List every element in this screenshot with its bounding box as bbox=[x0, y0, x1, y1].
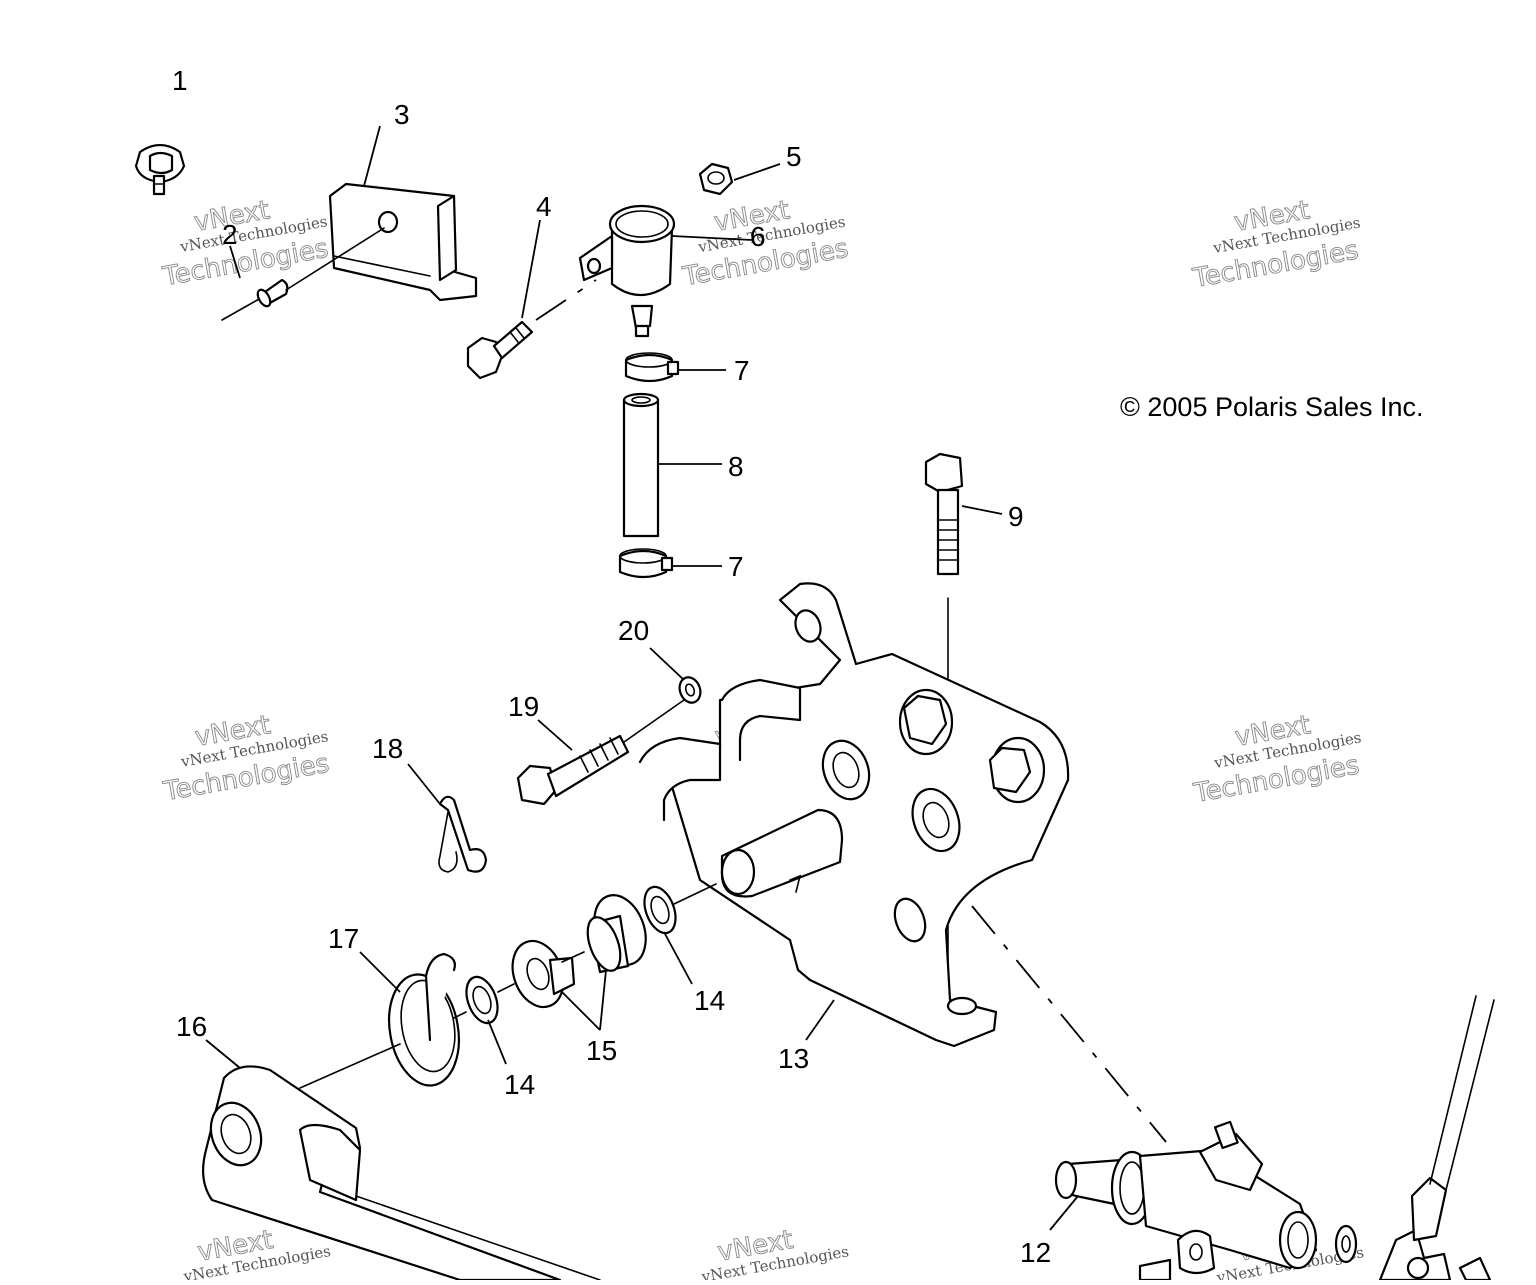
watermark-bottom-center: vNext vNext Technologies bbox=[699, 1225, 850, 1285]
leader-13 bbox=[805, 999, 835, 1041]
callout-5: 5 bbox=[786, 141, 802, 172]
callout-20: 20 bbox=[618, 615, 649, 646]
watermark-mid-left: vNext vNext Technologies Technologies bbox=[160, 710, 332, 808]
part-rivet bbox=[221, 278, 289, 321]
part-bracket bbox=[285, 182, 478, 302]
leader-16 bbox=[205, 1039, 241, 1069]
leader-19 bbox=[537, 719, 573, 751]
callout-7b: 7 bbox=[728, 551, 744, 582]
part-bushing-left bbox=[511, 939, 576, 1009]
axis-line bbox=[561, 951, 585, 963]
part-clamp-lower bbox=[618, 548, 674, 579]
leader-20 bbox=[649, 647, 685, 681]
callout-19: 19 bbox=[508, 691, 539, 722]
leader-17 bbox=[359, 951, 401, 993]
leader-18 bbox=[407, 763, 441, 805]
callout-7a: 7 bbox=[734, 355, 750, 386]
part-bolt-reservoir bbox=[466, 279, 597, 380]
part-washer-left bbox=[465, 975, 499, 1025]
part-pedal-bracket bbox=[638, 582, 1070, 1048]
part-hose bbox=[622, 392, 660, 538]
leader-12 bbox=[1049, 1195, 1079, 1231]
callout-14b: 14 bbox=[504, 1069, 535, 1100]
part-clamp-upper bbox=[624, 352, 680, 383]
part-pushrod bbox=[1378, 995, 1495, 1282]
leader-15a bbox=[559, 989, 601, 1031]
axis-line bbox=[497, 983, 515, 993]
leader-3 bbox=[363, 125, 381, 187]
leader-14a bbox=[663, 931, 693, 985]
part-nut bbox=[698, 162, 734, 196]
part-clip bbox=[134, 143, 186, 196]
axis-line bbox=[673, 883, 717, 905]
leader-9 bbox=[961, 505, 1003, 515]
callout-14a: 14 bbox=[694, 985, 725, 1016]
leader-5 bbox=[733, 163, 781, 181]
part-bushing-right bbox=[586, 894, 647, 974]
callout-4: 4 bbox=[536, 191, 552, 222]
part-bolt-pivot bbox=[516, 699, 685, 806]
part-bolt-bracket bbox=[924, 452, 964, 1001]
callout-1: 1 bbox=[172, 65, 188, 96]
part-washer-right bbox=[643, 885, 677, 935]
watermark-mid-right: vNext vNext Technologies Technologies bbox=[1190, 710, 1362, 810]
callout-2: 2 bbox=[222, 219, 238, 250]
leader-15b bbox=[599, 969, 607, 1031]
callout-18: 18 bbox=[372, 733, 403, 764]
callout-12: 12 bbox=[1020, 1237, 1051, 1268]
callout-17: 17 bbox=[328, 923, 359, 954]
part-washer-pivot bbox=[678, 676, 702, 704]
assembly-centerline bbox=[971, 905, 1167, 1143]
leader-6 bbox=[671, 235, 753, 241]
callout-9: 9 bbox=[1008, 501, 1024, 532]
leader-2 bbox=[229, 245, 241, 279]
callout-13: 13 bbox=[778, 1043, 809, 1074]
copyright-notice: © 2005 Polaris Sales Inc. bbox=[1120, 392, 1424, 422]
part-pushrod-washer bbox=[1334, 1224, 1358, 1264]
callout-6: 6 bbox=[750, 221, 766, 252]
part-hairpin-clip bbox=[438, 795, 488, 873]
watermark-top-center: vNext vNext Technologies Technologies bbox=[679, 195, 851, 293]
part-brake-pedal bbox=[201, 1065, 601, 1282]
callout-15: 15 bbox=[586, 1035, 617, 1066]
callout-16: 16 bbox=[176, 1011, 207, 1042]
watermark-top-right: vNext vNext Technologies Technologies bbox=[1190, 195, 1362, 295]
leader-14b bbox=[487, 1019, 507, 1065]
callout-8: 8 bbox=[728, 451, 744, 482]
part-return-spring bbox=[299, 952, 467, 1089]
leader-4 bbox=[521, 219, 541, 319]
part-master-cylinder bbox=[1054, 1120, 1318, 1282]
callout-3: 3 bbox=[394, 99, 410, 130]
part-reservoir bbox=[578, 204, 676, 338]
